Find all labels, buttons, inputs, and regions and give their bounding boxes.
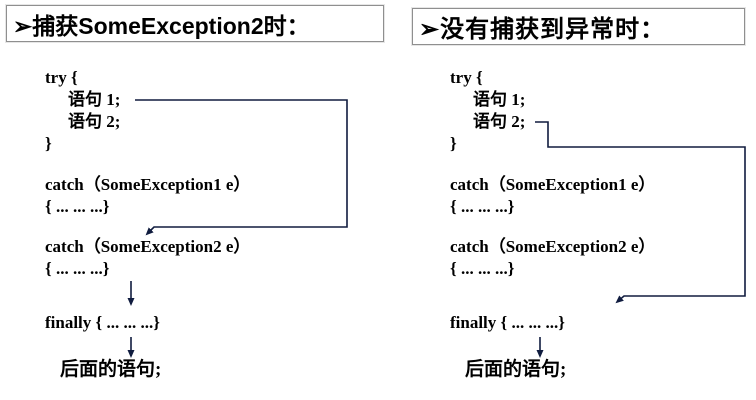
left-code-finally: finally { ... ... ...} — [45, 313, 160, 332]
right-jump-to-finally-arrow — [535, 121, 746, 304]
left-jump-to-catch2-arrow — [135, 99, 348, 236]
left-code-try-close: } — [45, 134, 52, 153]
left-code-catch1-body: { ... ... ...} — [45, 197, 110, 216]
right-code-stmt2: 语句 2; — [473, 112, 526, 131]
left-code-after: 后面的语句; — [60, 359, 162, 380]
right-code-catch1-body: { ... ... ...} — [450, 197, 515, 216]
right-code-catch2-body: { ... ... ...} — [450, 259, 515, 278]
left-code-catch1: catch（SomeException1 e） — [45, 175, 251, 194]
left-code-try-open: try { — [45, 68, 78, 87]
right-panel-title: ➢没有捕获到异常时： — [411, 7, 746, 46]
right-code-try-close: } — [450, 134, 457, 153]
right-code-catch1: catch（SomeException1 e） — [450, 175, 656, 194]
right-code-stmt1: 语句 1; — [473, 90, 526, 109]
right-code-after: 后面的语句; — [465, 359, 567, 380]
left-code-stmt2: 语句 2; — [68, 112, 121, 131]
right-code-catch2: catch（SomeException2 e） — [450, 237, 656, 256]
left-code-catch2: catch（SomeException2 e） — [45, 237, 251, 256]
right-code-finally: finally { ... ... ...} — [450, 313, 565, 332]
left-panel-title: ➢捕获SomeException2时： — [5, 4, 385, 43]
left-code-stmt1: 语句 1; — [68, 90, 121, 109]
left-code-catch2-body: { ... ... ...} — [45, 259, 110, 278]
right-code-try-open: try { — [450, 68, 483, 87]
